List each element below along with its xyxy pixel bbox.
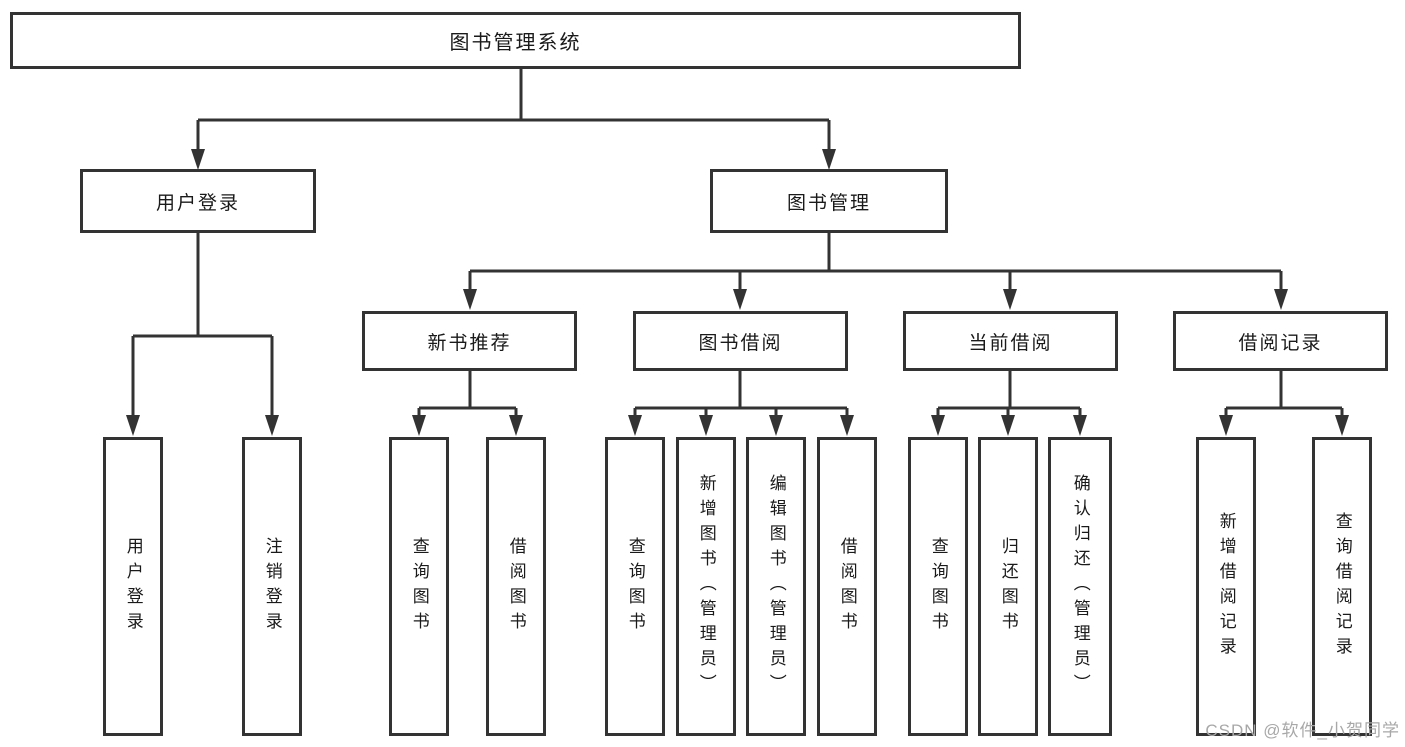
node-leaf-borrow-book-recommend: 借阅图书: [486, 437, 546, 736]
node-current-borrow-label: 当前借阅: [968, 332, 1053, 354]
node-leaf-confirm-return-admin: 确认归还（管理员）: [1048, 437, 1112, 736]
node-leaf-user-login-label: 用户登录: [123, 536, 143, 637]
node-user-login: 用户登录: [80, 169, 316, 233]
node-leaf-query-borrow-record: 查询借阅记录: [1312, 437, 1372, 736]
node-leaf-query-book-borrow-label: 查询图书: [625, 536, 645, 637]
node-leaf-borrow-book-recommend-label: 借阅图书: [506, 536, 526, 637]
connector-recommend-group: [417, 371, 518, 418]
connector-bookmgmt-to-level3: [468, 233, 1283, 292]
connector-current-group: [936, 371, 1082, 418]
node-book-management-label: 图书管理: [786, 192, 871, 214]
node-leaf-logout-label: 注销登录: [262, 536, 282, 637]
node-leaf-user-login: 用户登录: [103, 437, 163, 736]
node-book-borrow: 图书借阅: [633, 311, 848, 371]
node-leaf-query-book-borrow: 查询图书: [605, 437, 665, 736]
node-leaf-query-book-current-label: 查询图书: [928, 536, 948, 637]
connector-record-group: [1224, 371, 1344, 418]
node-leaf-query-book-recommend: 查询图书: [389, 437, 449, 736]
connector-borrow-group: [633, 371, 849, 418]
node-borrow-record-label: 借阅记录: [1238, 332, 1323, 354]
node-leaf-add-book-admin-label: 新增图书（管理员）: [696, 474, 716, 699]
node-leaf-edit-book-admin: 编辑图书（管理员）: [746, 437, 806, 736]
node-leaf-return-book-label: 归还图书: [998, 536, 1018, 637]
watermark: CSDN @软件_小贺同学: [1205, 721, 1400, 740]
node-book-borrow-label: 图书借阅: [698, 332, 783, 354]
node-new-book-recommend: 新书推荐: [362, 311, 577, 371]
node-leaf-borrow-book-label: 借阅图书: [837, 536, 857, 637]
node-leaf-add-borrow-record: 新增借阅记录: [1196, 437, 1256, 736]
node-leaf-edit-book-admin-label: 编辑图书（管理员）: [766, 474, 786, 699]
node-new-book-recommend-label: 新书推荐: [427, 332, 512, 354]
node-current-borrow: 当前借阅: [903, 311, 1118, 371]
node-leaf-borrow-book: 借阅图书: [817, 437, 877, 736]
node-book-management: 图书管理: [710, 169, 948, 233]
node-root-system: 图书管理系统: [10, 12, 1021, 69]
node-borrow-record: 借阅记录: [1173, 311, 1388, 371]
node-leaf-return-book: 归还图书: [978, 437, 1038, 736]
node-leaf-query-book-recommend-label: 查询图书: [409, 536, 429, 637]
connector-userlogin-group: [131, 233, 274, 418]
node-root-system-label: 图书管理系统: [449, 32, 582, 54]
node-leaf-query-book-current: 查询图书: [908, 437, 968, 736]
node-leaf-logout: 注销登录: [242, 437, 302, 736]
node-leaf-add-book-admin: 新增图书（管理员）: [676, 437, 736, 736]
node-leaf-confirm-return-admin-label: 确认归还（管理员）: [1070, 474, 1090, 699]
connector-root-to-level2: [196, 69, 831, 152]
node-leaf-query-borrow-record-label: 查询借阅记录: [1332, 511, 1352, 662]
node-leaf-add-borrow-record-label: 新增借阅记录: [1216, 511, 1236, 662]
node-user-login-label: 用户登录: [155, 192, 240, 214]
